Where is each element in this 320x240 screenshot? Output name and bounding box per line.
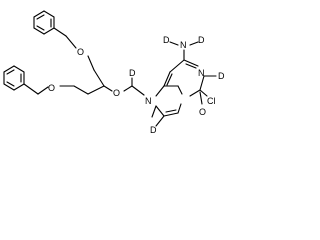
bond-lower-ring-ch2 xyxy=(23,83,39,95)
bond-methine-left xyxy=(87,85,105,95)
bond-upper-ch2-methine xyxy=(93,69,105,87)
atom-nitrogen-amino: N xyxy=(180,40,187,50)
bond-lower-ch2-oxygen xyxy=(37,86,49,95)
bond-c6-cl xyxy=(199,89,208,97)
imidazole-ring xyxy=(151,85,183,118)
atom-deuterium-n1: D xyxy=(218,71,225,81)
atom-oxygen-center: O xyxy=(113,88,120,98)
bond-methylene-n9 xyxy=(131,85,145,96)
bond-methine-oxygen xyxy=(103,85,113,92)
bond-amino-d-left xyxy=(169,41,179,46)
atom-chlorine: Cl xyxy=(207,96,216,106)
bond-c8-deuterium xyxy=(155,115,165,127)
pyrimidine-ring xyxy=(163,59,205,97)
bond-lower-oxygen-ch2 xyxy=(73,85,89,95)
atom-deuterium-amino-right: D xyxy=(198,35,205,45)
molecule-diagram: O O O D N D N D N D D Cl O xyxy=(3,10,225,135)
atom-nitrogen-ring: N xyxy=(198,68,205,78)
atom-oxygen-lower: O xyxy=(48,83,55,93)
molecule-canvas: O O O D N D N D N D D Cl O xyxy=(0,0,234,139)
atom-deuterium-c8: D xyxy=(150,125,157,135)
bond-amino-d-right xyxy=(189,41,199,46)
bond-upper-oxygen-ch2 xyxy=(87,55,95,71)
bond-upper-ch2-oxygen xyxy=(65,35,77,49)
upper-benzene-ring xyxy=(33,10,55,35)
atom-deuterium-amino-left: D xyxy=(163,35,170,45)
atom-oxygen-upper: O xyxy=(77,47,84,57)
atom-deuterium-methylene: D xyxy=(129,68,136,78)
bond-upper-ring-ch2 xyxy=(53,27,67,37)
atom-nitrogen-n9: N xyxy=(145,96,152,106)
bond-oxygen-methylene xyxy=(123,85,133,92)
atom-oxygen-carbonyl: O xyxy=(199,107,206,117)
bond-c6-oxygen xyxy=(199,91,203,105)
lower-benzene-ring xyxy=(3,65,25,91)
